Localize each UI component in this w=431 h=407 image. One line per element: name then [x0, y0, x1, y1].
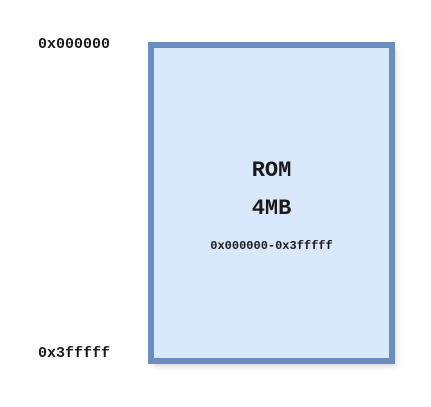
end-address-label: 0x3fffff: [38, 345, 111, 362]
region-address-range: 0x000000-0x3fffff: [210, 239, 333, 253]
start-address-label: 0x000000: [38, 36, 111, 53]
rom-memory-region: ROM 4MB 0x000000-0x3fffff: [148, 42, 395, 364]
region-size: 4MB: [251, 196, 292, 221]
region-name: ROM: [251, 158, 292, 183]
